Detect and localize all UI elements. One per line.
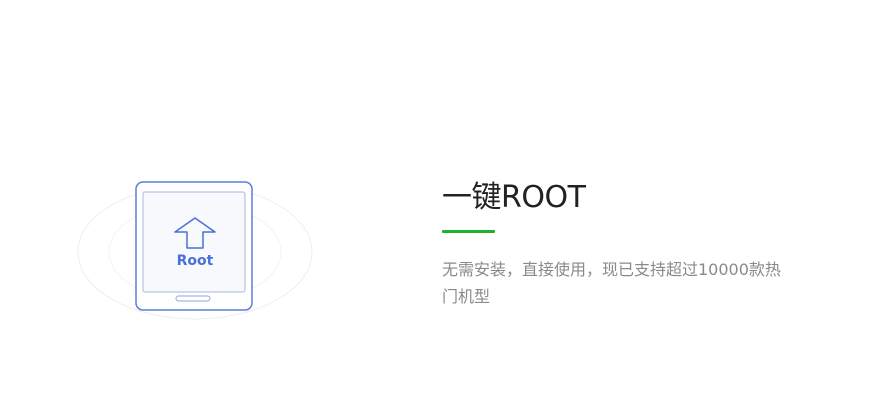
up-arrow-icon <box>174 217 216 249</box>
title-accent-bar <box>442 230 495 233</box>
feature-description: 无需安装，直接使用，现已支持超过10000款热门机型 <box>442 260 781 306</box>
phone-root-illustration: Root <box>70 170 320 330</box>
feature-info: 一键ROOT 无需安装，直接使用，现已支持超过10000款热门机型 <box>442 178 842 310</box>
root-icon-label: Root <box>177 253 214 269</box>
phone-root-svg: Root <box>77 181 313 320</box>
feature-title: 一键ROOT <box>442 180 586 215</box>
phone-screen <box>142 191 246 293</box>
phone-home-button <box>175 295 211 302</box>
